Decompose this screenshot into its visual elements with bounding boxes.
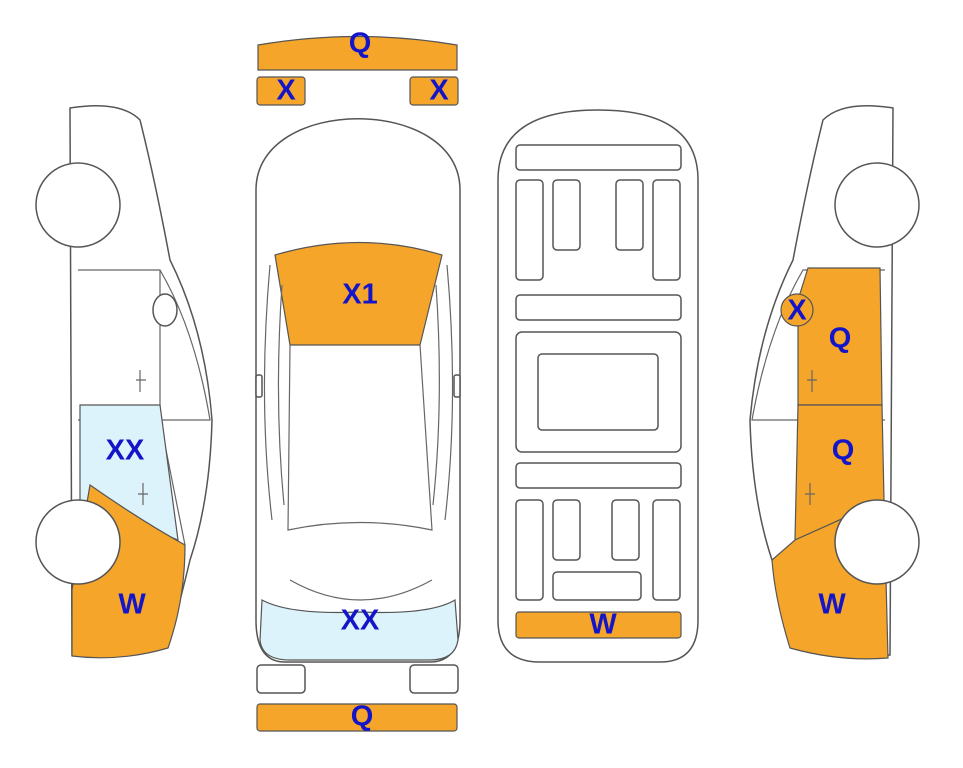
top-left-window-inner: [277, 284, 285, 506]
left-side-mirror: [152, 293, 178, 327]
floor-rear-strip-label: W: [589, 609, 617, 641]
top-left-window: [263, 264, 273, 521]
right-side-front-wheel: [834, 162, 920, 248]
right-side-roof-line: [751, 269, 885, 421]
floor-panel: [552, 571, 642, 601]
left-headlight-label: X: [276, 75, 296, 107]
top-left-mirror: [255, 374, 263, 398]
floor-panel: [552, 499, 581, 561]
floor-panel: [515, 462, 682, 489]
top-right-window-inner: [432, 284, 440, 506]
top-view-body: [255, 118, 461, 663]
floor-rear-strip-part[interactable]: [515, 611, 682, 639]
front-bumper-label: Q: [349, 28, 372, 60]
floor-panel: [652, 179, 681, 281]
floor-view: W: [497, 109, 699, 663]
floor-panel: [515, 294, 682, 321]
rear-bumper-part[interactable]: [256, 703, 458, 732]
front-parts: Q X X: [256, 28, 459, 107]
right-headlight-label: X: [429, 75, 449, 107]
left-side-roof-line: [78, 269, 211, 421]
left-side-rear-quarter-label: W: [118, 589, 146, 621]
top-trunk-line: [289, 579, 433, 601]
floor-panel: [552, 179, 581, 251]
left-side-handle: [138, 483, 148, 505]
top-right-window: [444, 264, 454, 521]
rear-window-label: XX: [341, 605, 380, 637]
left-side-view: XX W: [35, 105, 213, 659]
floor-panel: [515, 499, 544, 601]
rear-window-part[interactable]: [259, 598, 459, 661]
right-side-rear-wheel: [834, 499, 920, 585]
right-taillight: [409, 664, 459, 694]
left-side-handle: [136, 370, 146, 392]
left-taillight: [256, 664, 306, 694]
left-side-rear-window-label: XX: [106, 435, 145, 467]
top-roof: [287, 344, 433, 531]
floor-panel: [615, 179, 644, 251]
floor-panel: [515, 144, 682, 171]
floor-panel: [611, 499, 640, 561]
front-bumper-part[interactable]: [257, 35, 458, 71]
floor-panel: [652, 499, 681, 601]
rear-parts: Q: [256, 664, 459, 733]
windshield-label: X1: [342, 279, 377, 311]
left-headlight-part[interactable]: [256, 76, 306, 106]
windshield-part[interactable]: [274, 241, 443, 346]
right-side-rear-quarter-label: W: [818, 589, 846, 621]
rear-bumper-label: Q: [351, 701, 374, 733]
left-side-front-wheel: [35, 162, 121, 248]
right-side-handle: [807, 370, 817, 392]
top-view-car: X1 XX: [255, 118, 461, 663]
floor-panel: [515, 179, 544, 281]
right-side-rear-door-label: Q: [832, 435, 855, 467]
right-side-mirror-label: X: [787, 295, 807, 327]
right-side-view: Q X Q W: [749, 105, 920, 660]
right-side-front-door-label: Q: [829, 323, 852, 355]
right-side-mirror-part[interactable]: [780, 293, 814, 327]
right-headlight-part[interactable]: [409, 76, 459, 106]
right-side-handle: [805, 483, 815, 505]
top-right-mirror: [453, 374, 461, 398]
floor-panel: [537, 353, 659, 431]
left-side-rear-wheel: [35, 499, 121, 585]
